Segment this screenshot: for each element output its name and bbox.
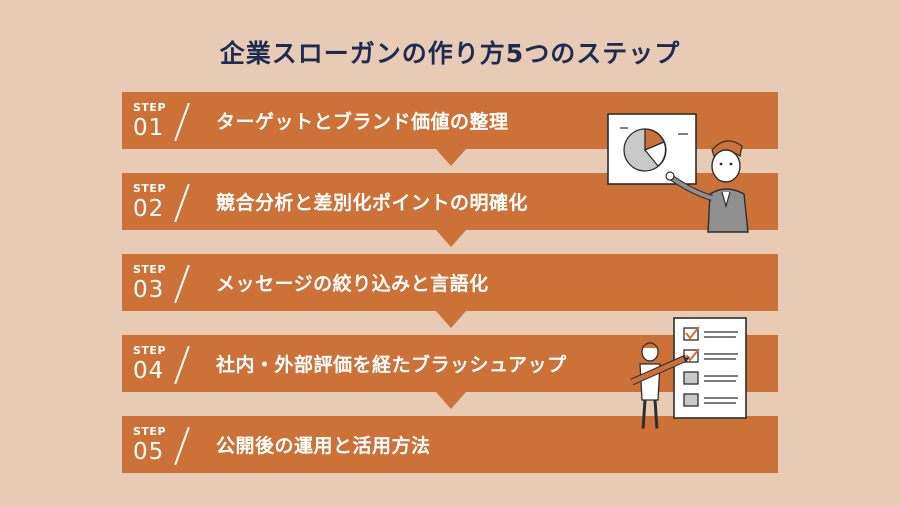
step-text: 社内・外部評価を経たブラッシュアップ	[216, 354, 567, 376]
down-arrow-icon	[436, 311, 466, 328]
step-label: STEP	[133, 263, 167, 276]
down-arrow-icon	[436, 392, 466, 409]
presenter-person-icon	[665, 140, 749, 233]
step-label: STEP	[133, 101, 167, 114]
chart-board-icon	[607, 113, 697, 185]
step-text: ターゲットとブランド価値の整理	[216, 111, 509, 133]
step-text: 公開後の運用と活用方法	[216, 435, 431, 457]
step-text: 競合分析と差別化ポイントの明確化	[216, 192, 529, 214]
step-label: STEP	[133, 344, 167, 357]
slash-divider	[174, 183, 190, 223]
down-arrow-icon	[436, 149, 466, 166]
slash-divider	[174, 426, 190, 466]
step-number: 04	[133, 358, 165, 384]
step-number: 05	[133, 439, 165, 465]
presenter-illustration	[607, 113, 749, 233]
steps-list: STEP 01 ターゲットとブランド価値の整理 STEP 02 競合分析と差別化…	[122, 92, 778, 473]
step-3: STEP 03 メッセージの絞り込みと言語化	[122, 254, 778, 328]
step-label: STEP	[133, 425, 167, 438]
down-arrow-icon	[436, 230, 466, 247]
step-number: 01	[133, 115, 165, 141]
step-5: STEP 05 公開後の運用と活用方法	[122, 416, 778, 473]
pencil-icon	[630, 354, 690, 386]
slash-divider	[174, 345, 190, 385]
slash-divider	[174, 264, 190, 304]
checklist-icon	[673, 317, 747, 419]
step-number: 02	[133, 196, 165, 222]
slash-divider	[174, 102, 190, 142]
step-number: 03	[133, 277, 165, 303]
checklist-illustration	[630, 317, 747, 432]
step-text: メッセージの絞り込みと言語化	[216, 273, 489, 295]
writer-person-icon	[638, 342, 664, 432]
page-title: 企業スローガンの作り方5つのステップ	[219, 39, 681, 68]
step-label: STEP	[133, 182, 167, 195]
